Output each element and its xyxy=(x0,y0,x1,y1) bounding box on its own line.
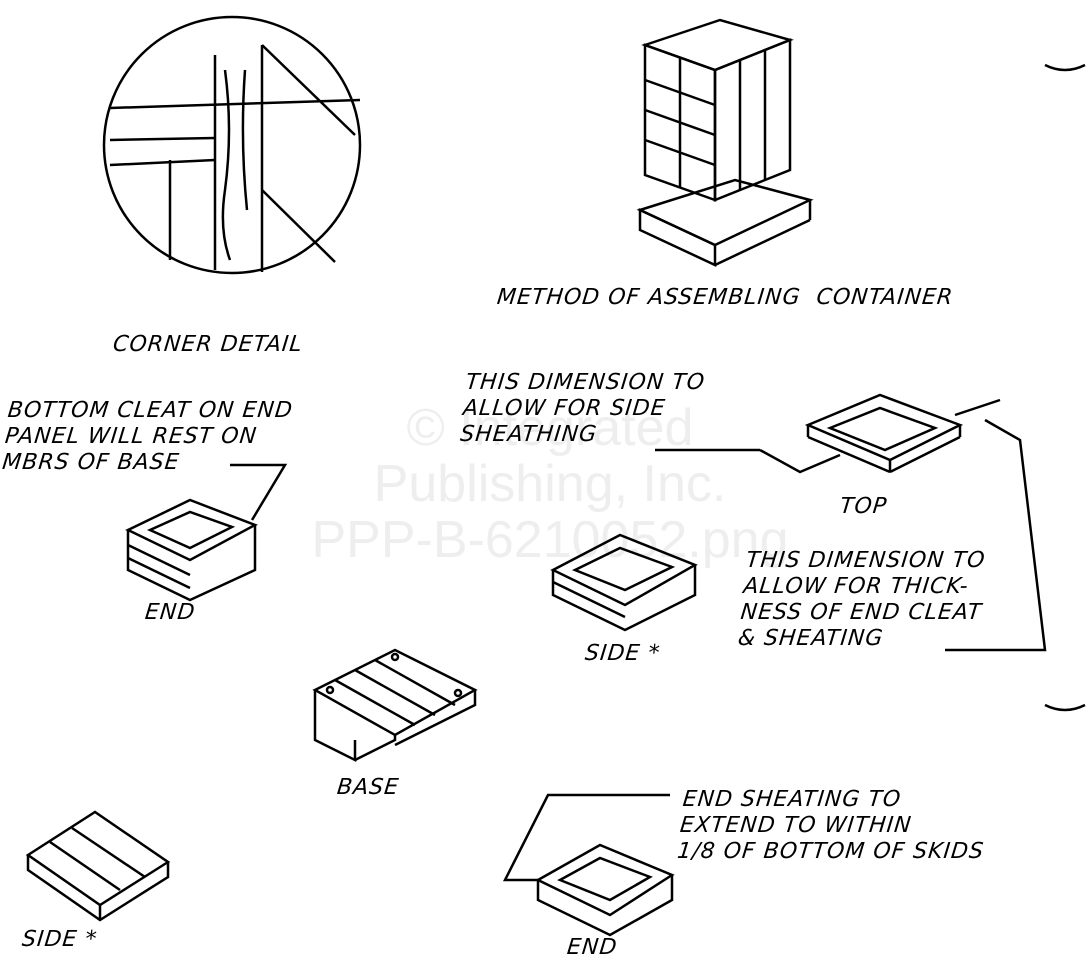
corner-detail-drawing xyxy=(102,15,362,275)
side-sheathing-dimension-note: THIS DIMENSION TO ALLOW FOR SIDE SHEATHI… xyxy=(459,370,707,447)
end-cleat-dimension-note: THIS DIMENSION TO ALLOW FOR THICK- NESS … xyxy=(736,548,987,651)
base-caption: BASE xyxy=(335,775,401,800)
end-upper-drawing xyxy=(125,463,288,602)
bottom-cleat-note: BOTTOM CLEAT ON END PANEL WILL REST ON M… xyxy=(1,398,295,475)
side-upper-caption: SIDE * xyxy=(583,641,662,666)
end-sheating-note: END SHEATING TO EXTEND TO WITHIN 1/8 OF … xyxy=(676,787,986,864)
side-upper-drawing xyxy=(550,533,698,632)
end-lower-drawing xyxy=(502,793,675,937)
base-drawing xyxy=(312,648,478,763)
side-lower-caption: SIDE * xyxy=(20,927,99,952)
side-lower-drawing xyxy=(25,810,171,922)
top-panel-drawing xyxy=(655,393,1047,652)
end-lower-caption: END xyxy=(565,935,619,960)
watermark: © Integrated Publishing, Inc. PPP-B-6210… xyxy=(311,399,789,569)
method-caption: METHOD OF ASSEMBLING CONTAINER xyxy=(495,285,955,310)
corner-detail-caption: CORNER DETAIL xyxy=(111,332,305,357)
end-upper-caption: END xyxy=(143,600,197,625)
assembled-container-drawing xyxy=(636,18,814,267)
top-caption: TOP xyxy=(838,494,889,519)
